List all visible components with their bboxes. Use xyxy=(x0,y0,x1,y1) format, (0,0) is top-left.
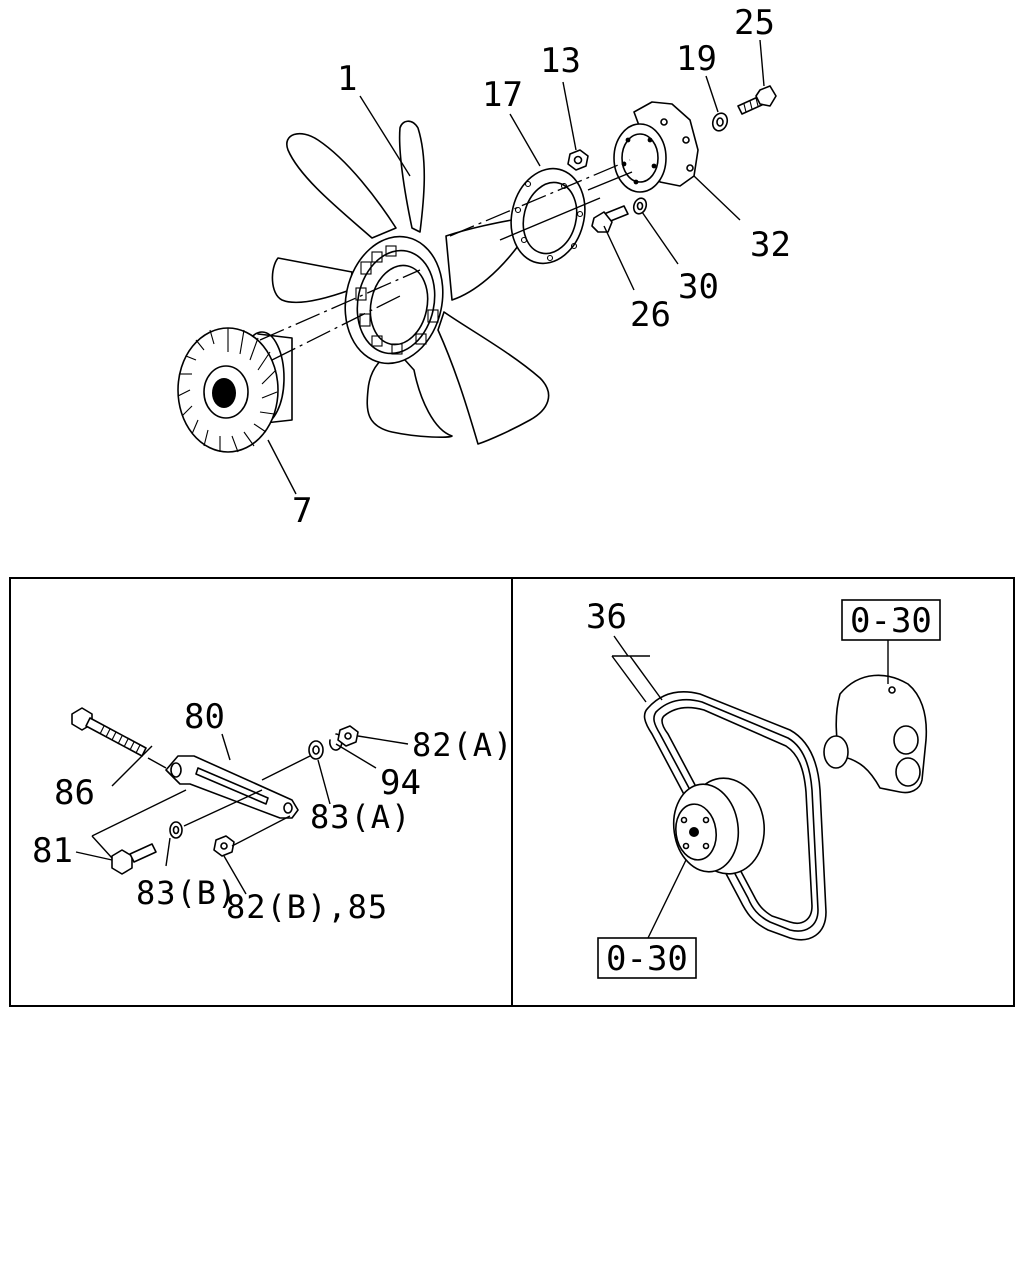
callout-82b-85: 82(B),85 xyxy=(226,888,388,926)
washer-83a xyxy=(308,740,324,760)
ref-label-bottom: 0-30 xyxy=(606,939,688,979)
callout-17: 17 xyxy=(482,75,523,115)
crank-pulley xyxy=(672,777,766,875)
fan-assembly: 1 7 13 17 19 25 26 30 32 xyxy=(177,3,791,531)
detail-panels xyxy=(9,577,1015,1007)
callout-82a: 82(A) xyxy=(412,726,513,764)
washer-19 xyxy=(711,112,729,132)
bolt-81 xyxy=(111,843,157,875)
long-bolt-86 xyxy=(71,707,147,757)
washer-30 xyxy=(632,197,648,215)
ref-box-top: 0-30 xyxy=(841,599,941,641)
ref-box-bottom: 0-30 xyxy=(597,937,697,979)
pump-housing xyxy=(823,674,928,794)
bracket-panel: 80 86 81 83(B) 82(B),85 83(A) 94 82(A) xyxy=(32,697,513,926)
callout-36: 36 xyxy=(586,597,627,637)
callout-19: 19 xyxy=(676,39,717,79)
callout-83b: 83(B) xyxy=(136,874,237,912)
callout-94: 94 xyxy=(380,763,421,803)
callout-26: 26 xyxy=(630,295,671,335)
callout-13: 13 xyxy=(540,41,581,81)
nut-82a xyxy=(337,725,359,747)
callout-80: 80 xyxy=(184,697,225,737)
fan-blades xyxy=(271,120,550,445)
washer-83b xyxy=(169,821,183,839)
v-belt xyxy=(643,691,827,941)
callout-81: 81 xyxy=(32,831,73,871)
fan-hub-ring xyxy=(344,235,444,365)
nut xyxy=(567,149,589,171)
callout-25: 25 xyxy=(734,3,775,43)
ref-label-top: 0-30 xyxy=(850,601,932,641)
nut-82b xyxy=(213,835,235,857)
assembly-lines xyxy=(259,159,633,361)
bolt-25 xyxy=(737,85,777,115)
leader-lines xyxy=(267,39,765,495)
callout-1: 1 xyxy=(337,59,357,99)
fan-clutch xyxy=(177,327,293,453)
adjusting-bracket xyxy=(165,755,299,819)
fan-hub-pulley xyxy=(613,101,699,193)
callout-7: 7 xyxy=(292,491,312,531)
bolt-26 xyxy=(591,205,629,233)
gasket xyxy=(510,167,586,265)
callout-30: 30 xyxy=(678,267,719,307)
callout-86: 86 xyxy=(54,773,95,813)
callout-32: 32 xyxy=(750,225,791,265)
callout-83a: 83(A) xyxy=(310,798,411,836)
belt-panel: 36 0-30 0-30 xyxy=(586,597,941,979)
